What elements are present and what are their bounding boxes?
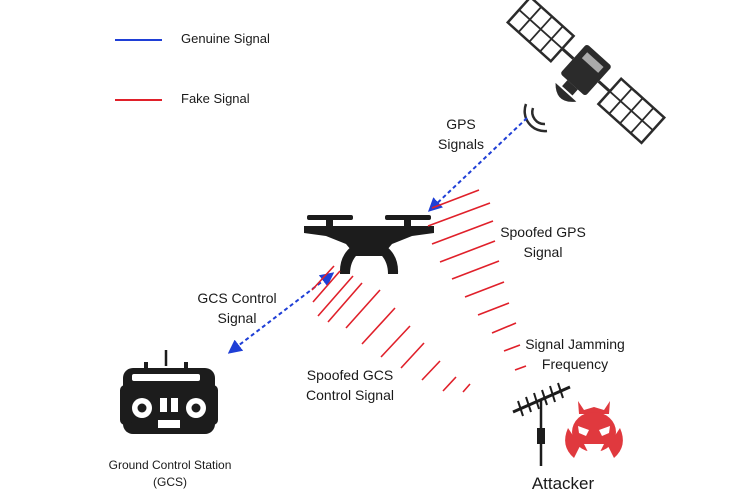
gcs-station-label: Ground Control Station (GCS) [70,457,270,492]
gcs-control-label: GCS Control Signal [172,288,302,329]
spoofed-gcs-label-line2: Control Signal [306,387,394,404]
spoofed-gcs-signal-lines [311,265,471,393]
attacker-label: Attacker [531,474,595,493]
satellite-waves [523,103,548,133]
gcs-station-label-line2: (GCS) [153,475,187,490]
gps-signals-label-line1: GPS [446,116,476,132]
gcs-control-label-line2: Signal [217,310,257,327]
jamming-label: Signal Jamming Frequency [500,334,650,375]
gps-genuine-signal [427,117,528,212]
jamming-label-line2: Frequency [541,356,609,373]
satellite-icon [505,0,667,145]
gcs-control-label-line1: GCS Control [197,290,277,306]
remote-controller-icon [120,350,218,434]
gcs-station-label-line1: Ground Control Station [108,458,232,472]
gps-signals-label-line2: Signals [438,136,484,153]
spoofed-gcs-label: Spoofed GCS Control Signal [280,365,420,406]
drone-icon [304,215,434,274]
attacker-icon [565,401,623,458]
spoofed-gps-label-line1: Spoofed GPS [500,224,586,240]
jamming-label-line1: Signal Jamming [525,336,625,352]
legend-genuine-label: Genuine Signal [181,31,270,46]
spoofed-gcs-label-line1: Spoofed GCS [306,367,394,383]
antenna-icon [512,382,571,466]
spoofed-gps-label-line2: Signal [523,244,563,261]
gps-signals-label: GPS Signals [420,114,502,155]
spoofed-gps-signal-lines [427,189,527,371]
spoofed-gps-label: Spoofed GPS Signal [478,222,608,263]
legend-fake-label: Fake Signal [181,91,250,106]
